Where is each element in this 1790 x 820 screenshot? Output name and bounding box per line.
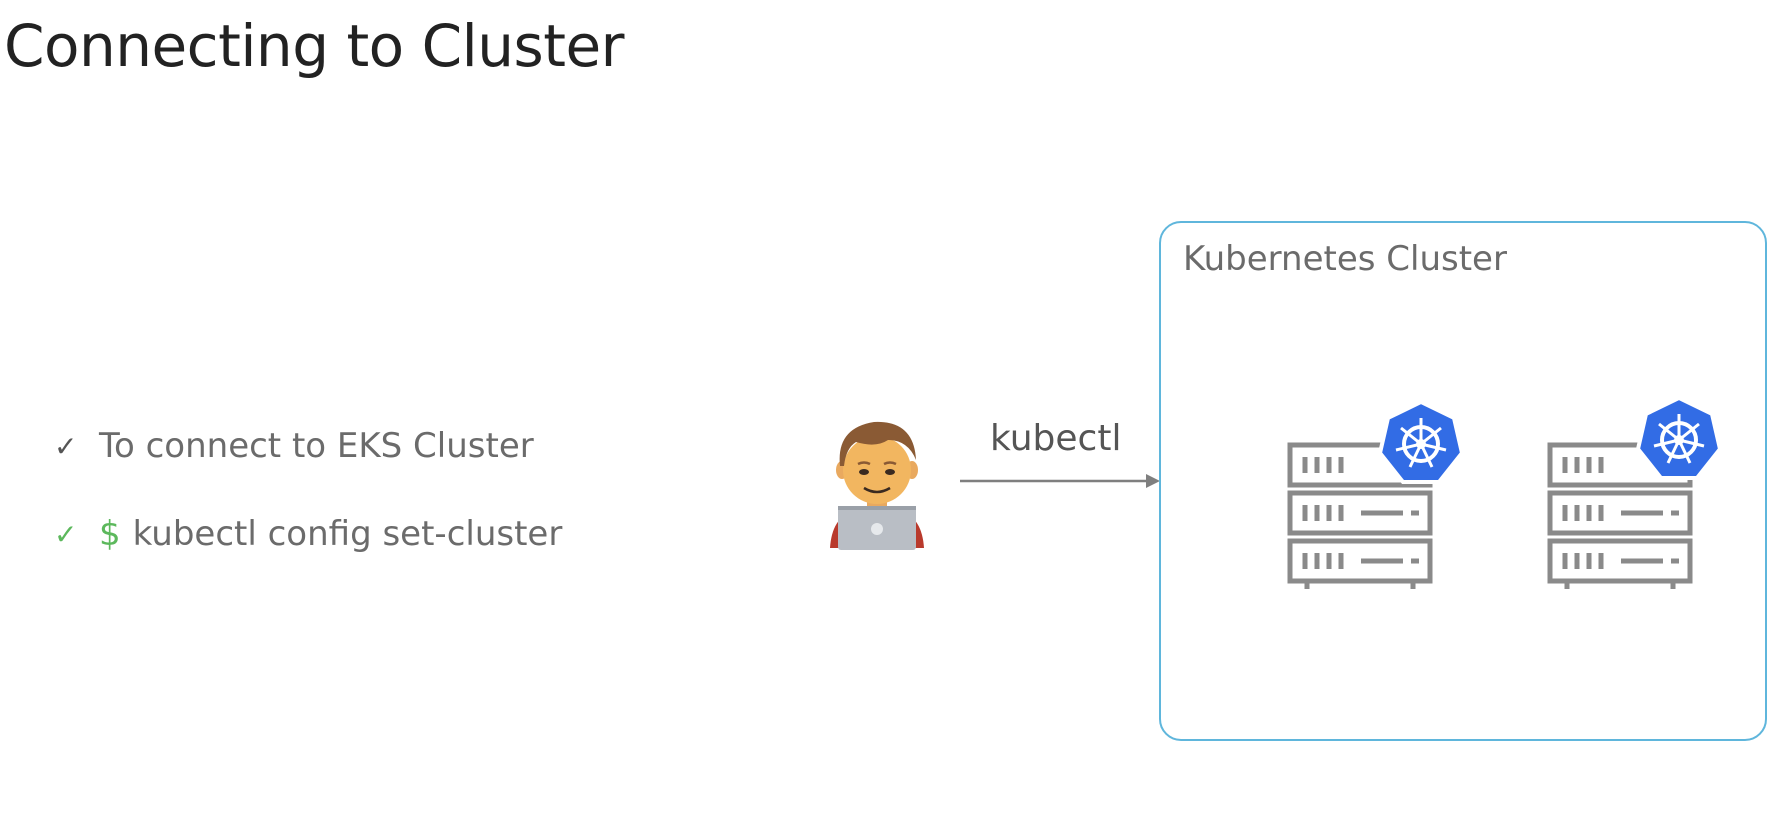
bullet-list: ✓ To connect to EKS Cluster ✓ $ kubectl … xyxy=(54,418,562,594)
kubernetes-cluster-box: Kubernetes Cluster xyxy=(1159,221,1767,741)
arrow-label: kubectl xyxy=(990,418,1122,459)
cluster-title: Kubernetes Cluster xyxy=(1183,239,1507,279)
bullet-text: To connect to EKS Cluster xyxy=(99,426,534,466)
server-node-icon xyxy=(1285,399,1475,595)
page-title: Connecting to Cluster xyxy=(4,12,624,80)
check-icon: ✓ xyxy=(54,429,78,463)
bullet-item-connect: ✓ To connect to EKS Cluster xyxy=(54,418,562,474)
check-icon: ✓ xyxy=(54,517,78,551)
server-node-icon xyxy=(1545,395,1735,595)
bullet-item-command: ✓ $ kubectl config set-cluster xyxy=(54,506,562,562)
shell-prompt: $ xyxy=(99,514,121,554)
user-laptop-icon xyxy=(822,414,932,554)
bullet-text: kubectl config set-cluster xyxy=(132,514,563,554)
connection-arrow xyxy=(960,474,1160,488)
